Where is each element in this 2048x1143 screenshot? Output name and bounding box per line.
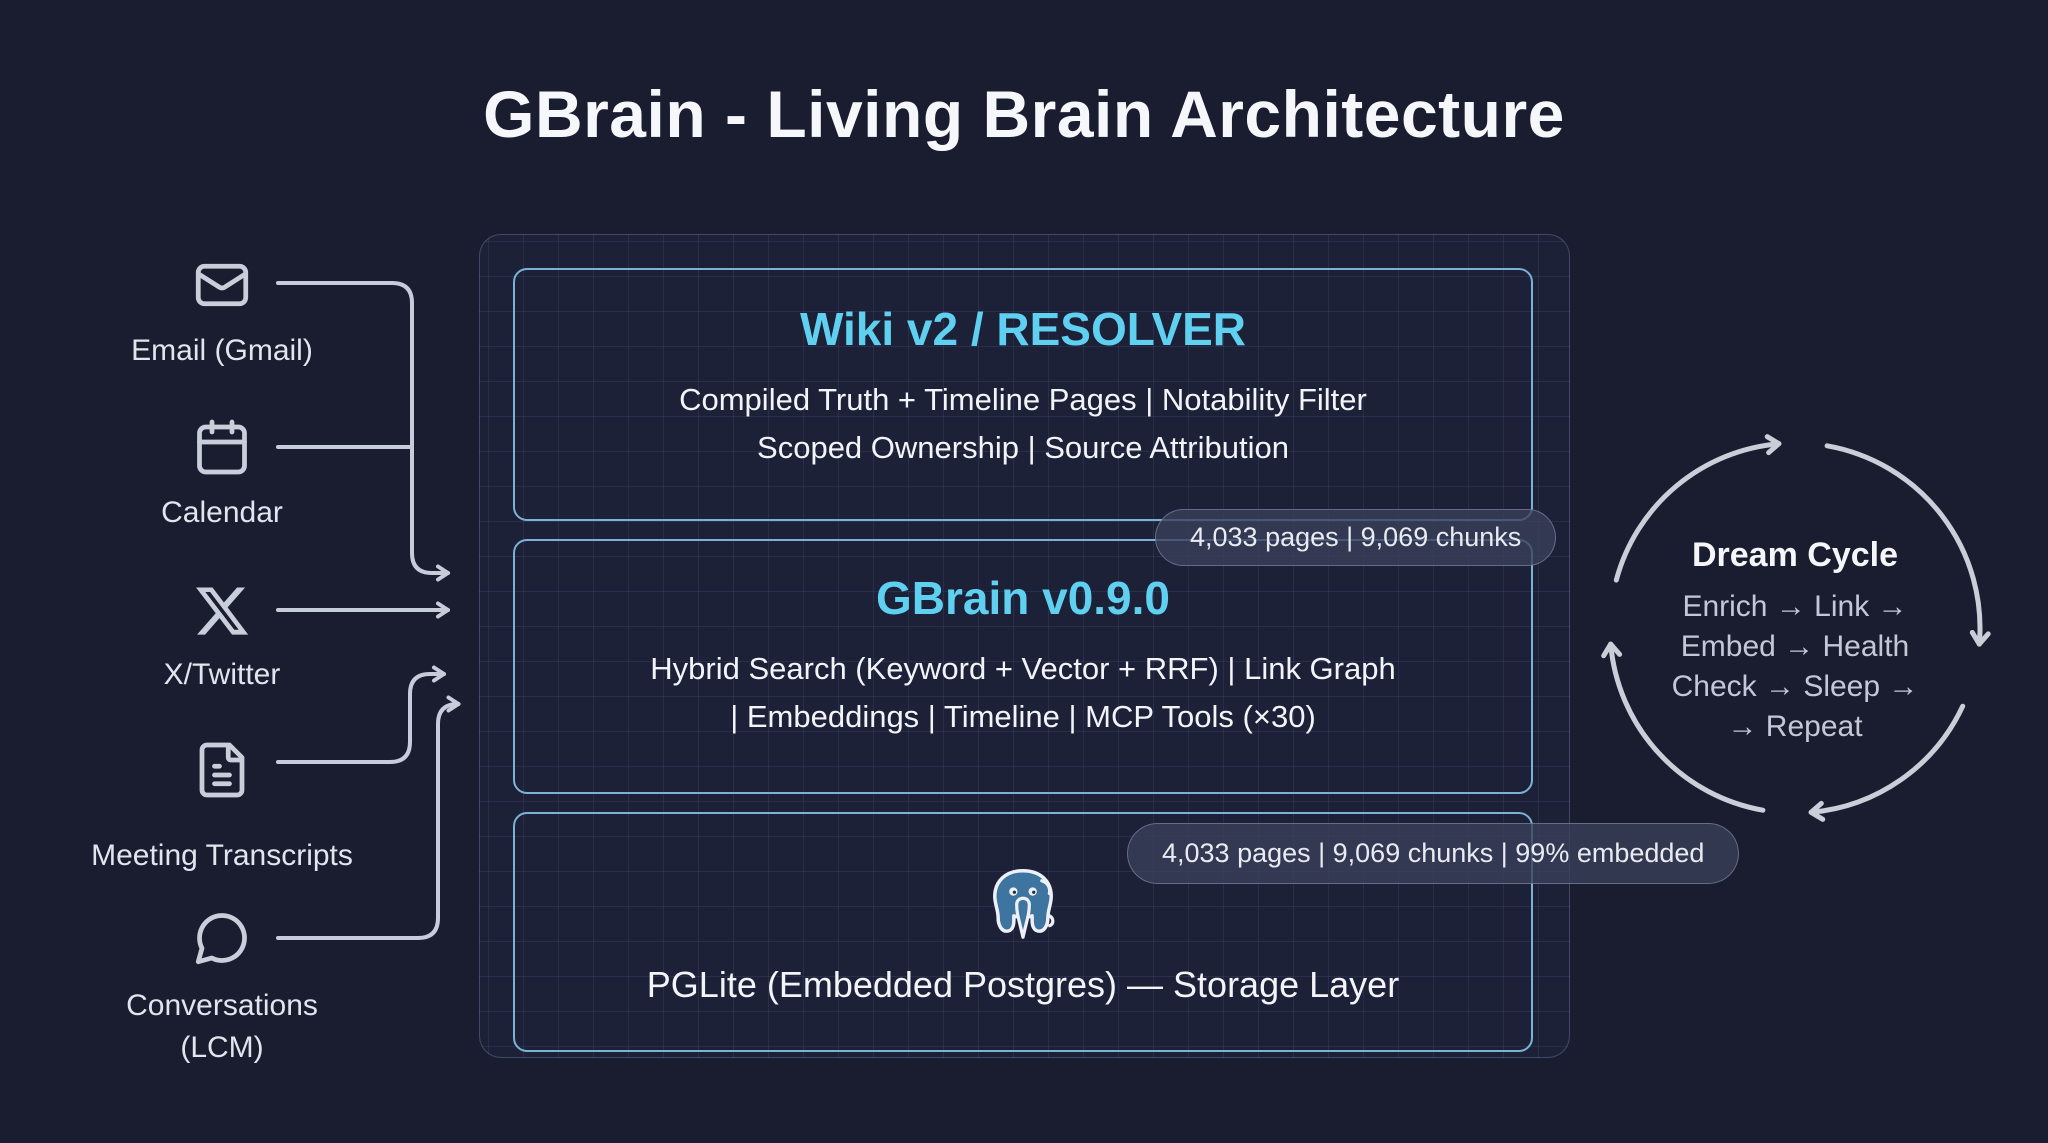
- architecture-stack-panel: Wiki v2 / RESOLVER Compiled Truth + Time…: [479, 234, 1570, 1058]
- flow-arrow-conversations: [276, 695, 461, 940]
- calendar-icon: [197, 419, 247, 475]
- flow-connector-lines: [276, 281, 461, 940]
- gbrain-layer-desc: Hybrid Search (Keyword + Vector + RRF) |…: [650, 645, 1395, 741]
- dream-cycle-step-line: → Repeat: [1727, 710, 1863, 743]
- storage-layer-label: PGLite (Embedded Postgres) — Storage Lay…: [646, 964, 1400, 1005]
- gbrain-layer-desc-line1: Hybrid Search (Keyword + Vector + RRF) |…: [650, 651, 1396, 686]
- source-transcripts: [192, 740, 252, 800]
- wiki-layer-desc-line1: Compiled Truth + Timeline Pages | Notabi…: [679, 382, 1367, 417]
- dream-cycle-panel: Dream Cycle Enrich → Link → Embed → Heal…: [1595, 536, 1995, 747]
- source-calendar: [192, 417, 252, 477]
- storage-layer-box: PGLite (Embedded Postgres) — Storage Lay…: [513, 812, 1533, 1052]
- gbrain-layer-box: GBrain v0.9.0 Hybrid Search (Keyword + V…: [513, 539, 1533, 794]
- x-twitter-icon: [196, 587, 249, 635]
- wiki-stats-badge: 4,033 pages | 9,069 chunks: [1155, 509, 1557, 566]
- page-title: GBrain - Living Brain Architecture: [483, 77, 1565, 151]
- storage-stats-badge: 4,033 pages | 9,069 chunks | 99% embedde…: [1127, 823, 1740, 884]
- source-conversations: [192, 908, 252, 968]
- wiki-layer-box: Wiki v2 / RESOLVER Compiled Truth + Time…: [513, 268, 1533, 521]
- source-twitter-label: X/Twitter: [163, 658, 281, 691]
- source-conversations-label: Conversations (LCM): [126, 989, 318, 1064]
- postgres-elephant-icon: [993, 868, 1055, 939]
- chat-bubble-icon: [195, 913, 247, 965]
- dream-cycle-step-line: Enrich → Link →: [1682, 590, 1908, 623]
- wiki-layer-desc-line2: Scoped Ownership | Source Attribution: [757, 430, 1289, 465]
- gbrain-layer-desc-line2: | Embeddings | Timeline | MCP Tools (×30…: [730, 699, 1316, 734]
- document-icon: [199, 742, 245, 798]
- mail-icon: [195, 263, 249, 307]
- source-twitter: [193, 582, 251, 640]
- dream-cycle-step-line: Embed → Health: [1680, 630, 1910, 663]
- wiki-layer-title: Wiki v2 / RESOLVER: [799, 303, 1247, 355]
- dream-cycle-title: Dream Cycle: [1691, 536, 1898, 574]
- gbrain-layer-title: GBrain v0.9.0: [875, 572, 1171, 624]
- source-email-label: Email (Gmail): [131, 334, 313, 367]
- wiki-layer-desc: Compiled Truth + Timeline Pages | Notabi…: [679, 376, 1367, 472]
- dream-cycle-step-line: Check → Sleep →: [1671, 670, 1919, 703]
- source-email: [192, 255, 252, 315]
- source-transcripts-label: Meeting Transcripts: [91, 839, 353, 872]
- source-calendar-label: Calendar: [161, 496, 283, 529]
